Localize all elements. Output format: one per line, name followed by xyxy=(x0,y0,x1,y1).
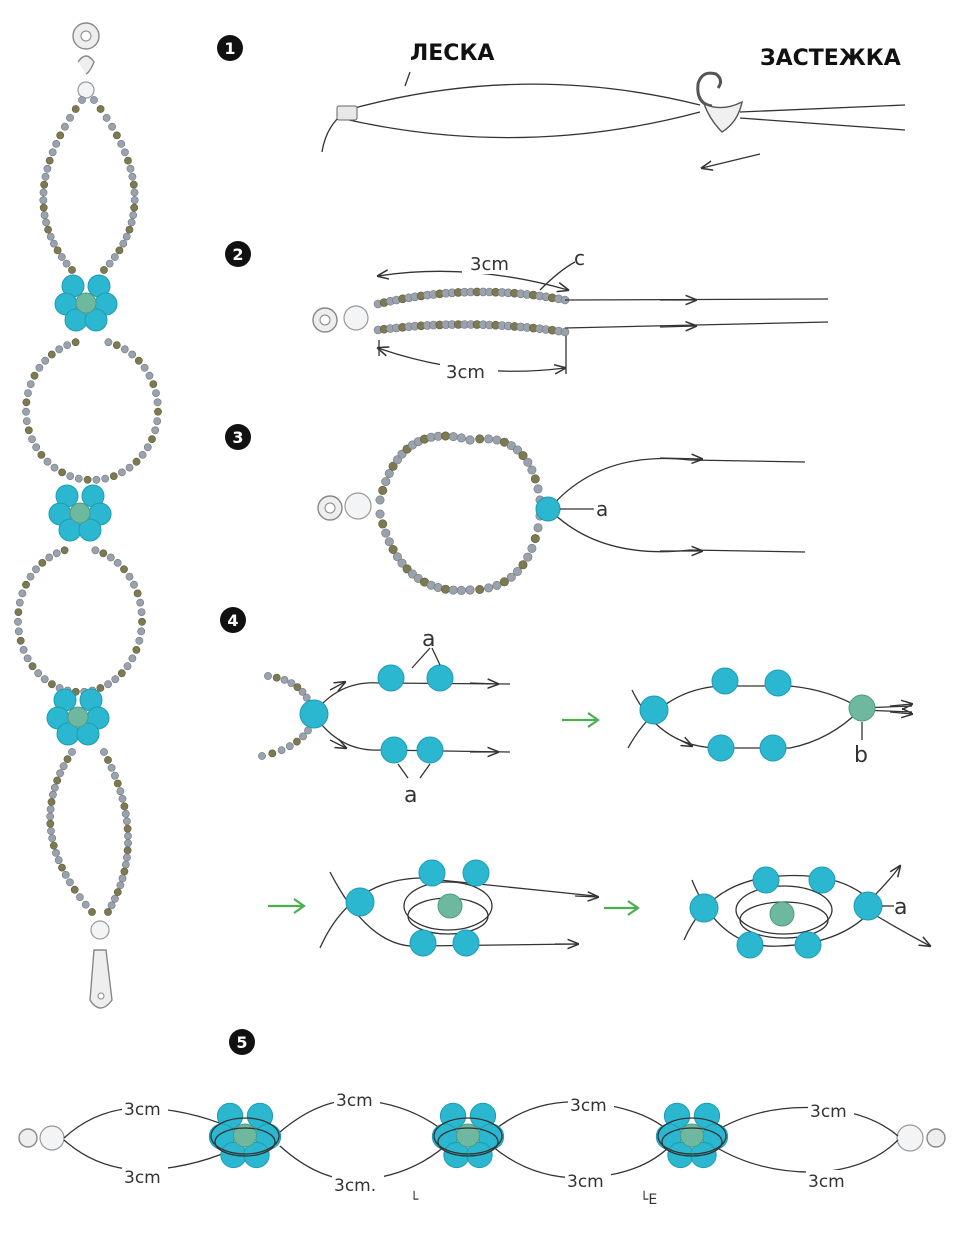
clasp-hook-icon xyxy=(90,921,112,1008)
svg-text:3cm.: 3cm. xyxy=(334,1176,376,1196)
step-2: 2 3cm c 3cm xyxy=(225,241,828,384)
label-a: a xyxy=(894,895,907,920)
svg-text:3cm: 3cm xyxy=(570,1096,607,1116)
svg-text:3cm: 3cm xyxy=(810,1102,847,1122)
svg-text:3cm: 3cm xyxy=(567,1172,604,1192)
step-5: 5 3cm 3cm 3cm 3cm. 3cm 3 xyxy=(19,1029,945,1208)
clasp-ring-icon xyxy=(318,493,371,520)
dim-top-3cm: 3cm xyxy=(470,254,509,275)
step-4-stage-3 xyxy=(320,860,598,956)
svg-text:5: 5 xyxy=(236,1033,247,1052)
svg-text:3: 3 xyxy=(232,428,243,447)
finished-bracelet xyxy=(14,23,161,1008)
step-3: 3 a xyxy=(225,424,805,595)
step-number-5: 5 xyxy=(229,1029,255,1055)
scan-artifact: └Е xyxy=(640,1191,657,1208)
step-4-stage-1: a a xyxy=(258,627,510,808)
svg-text:1: 1 xyxy=(224,39,235,58)
svg-text:3cm: 3cm xyxy=(336,1091,373,1111)
step-4-stage-2: b xyxy=(628,668,912,768)
clasp-hook-icon xyxy=(698,73,742,132)
svg-text:2: 2 xyxy=(232,245,243,264)
svg-text:3cm: 3cm xyxy=(124,1100,161,1120)
crimp-bead xyxy=(337,106,357,120)
svg-text:4: 4 xyxy=(227,611,238,630)
scan-artifact: └ xyxy=(410,1191,419,1208)
label-a: a xyxy=(596,497,608,521)
step-1: 1 ЛЕСКА ЗАСТЕЖКА xyxy=(217,35,905,168)
svg-text:3cm: 3cm xyxy=(808,1172,845,1192)
svg-text:3cm: 3cm xyxy=(124,1168,161,1188)
label-a: a xyxy=(422,627,435,652)
step-number-3: 3 xyxy=(225,424,251,450)
step-number-1: 1 xyxy=(217,35,243,61)
clasp-ring-icon xyxy=(313,306,368,332)
label-leska: ЛЕСКА xyxy=(410,41,494,66)
dim-bottom-3cm: 3cm xyxy=(446,362,485,383)
label-b: b xyxy=(854,743,868,768)
arrow-left-icon xyxy=(702,154,760,168)
step-number-4: 4 xyxy=(220,607,246,633)
label-a: a xyxy=(404,783,417,808)
label-zastezhka: ЗАСТЕЖКА xyxy=(760,46,901,71)
label-c: c xyxy=(574,246,585,270)
step-number-2: 2 xyxy=(225,241,251,267)
clasp-ring-icon xyxy=(73,23,99,98)
step-4: 4 a a xyxy=(220,607,930,958)
step-4-stage-4: a xyxy=(684,866,930,958)
